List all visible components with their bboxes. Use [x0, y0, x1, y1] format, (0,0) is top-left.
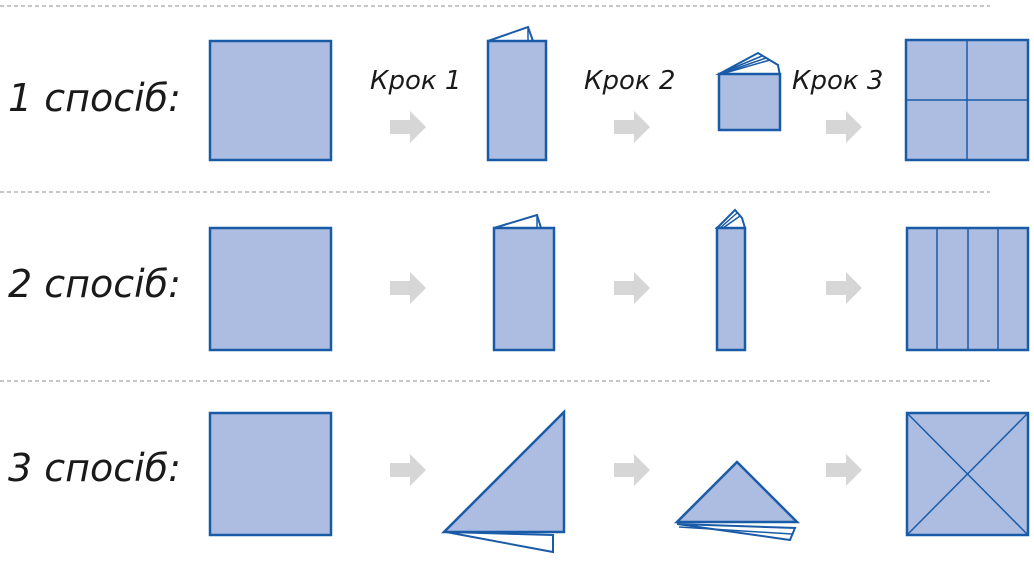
row-2 [208, 208, 1030, 352]
row3-arrow-1 [390, 454, 426, 486]
row-1 [208, 25, 1030, 162]
row2-square [208, 226, 333, 352]
step-2-label: Крок 2 [584, 66, 676, 96]
row2-arrow-2 [614, 272, 650, 304]
row3-double-triangle-fold [673, 460, 801, 542]
row1-unfolded-square [904, 38, 1030, 162]
step-3-label: Крок 3 [792, 66, 884, 96]
row1-quarter-fold [715, 51, 782, 132]
row-3 [208, 408, 1030, 554]
method-2-label: 2 спосіб: [8, 262, 181, 306]
row3-arrow-2 [614, 454, 650, 486]
row3-square [208, 411, 333, 537]
row1-square [208, 39, 333, 162]
row2-quarter-fold [714, 208, 747, 352]
row3-unfolded-square [905, 411, 1030, 537]
row2-arrow-1 [390, 272, 426, 304]
row3-triangle-fold [440, 408, 566, 554]
row2-half-fold [492, 213, 556, 352]
row2-arrow-3 [826, 272, 862, 304]
row2-unfolded-square [905, 226, 1030, 352]
method-1-label: 1 спосіб: [8, 76, 181, 120]
method-3-label: 3 спосіб: [8, 446, 181, 490]
row1-half-fold [486, 25, 548, 162]
row1-arrow-2 [614, 111, 650, 143]
row1-arrow-3 [826, 111, 862, 143]
row3-arrow-3 [826, 454, 862, 486]
step-1-label: Крок 1 [370, 66, 462, 96]
row1-arrow-1 [390, 111, 426, 143]
